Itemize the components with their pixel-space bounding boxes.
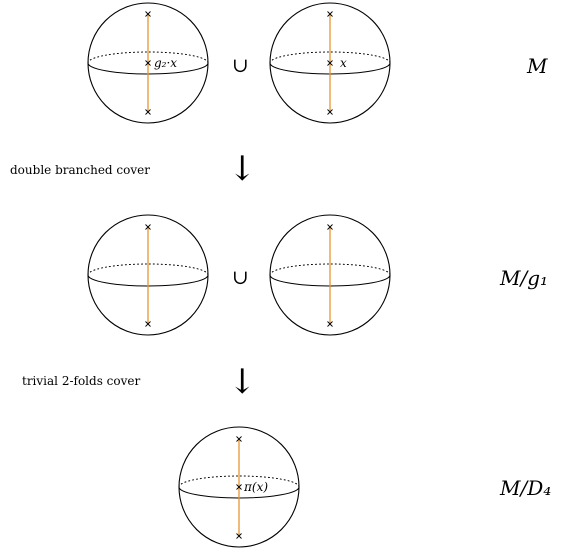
sphere-row2-right [269, 214, 391, 336]
sphere-row1-right: x [269, 2, 391, 124]
pole-mark-top [145, 224, 151, 230]
down-arrow-2: ↓ [228, 362, 257, 402]
point-mark [236, 484, 242, 490]
point-mark [327, 60, 333, 66]
union-symbol-row1: ∪ [232, 53, 249, 77]
label-M-g1: M/g₁ [499, 266, 548, 290]
pole-mark-bottom [327, 321, 333, 327]
pole-mark-top [327, 11, 333, 17]
pole-mark-bottom [327, 109, 333, 115]
pole-mark-bottom [145, 321, 151, 327]
point-label-pi-x: π(x) [243, 480, 268, 494]
sphere-row3: π(x) [178, 426, 300, 548]
label-M-D4: M/D₄ [499, 476, 551, 500]
union-symbol-row2: ∪ [232, 265, 249, 289]
point-label-x: x [340, 56, 347, 70]
arrow1-label: double branched cover [10, 163, 150, 177]
arrow2-label: trivial 2-folds cover [22, 374, 140, 388]
down-arrow-1: ↓ [228, 149, 257, 189]
label-M: M [526, 54, 548, 78]
pole-mark-top [327, 224, 333, 230]
pole-mark-bottom [145, 109, 151, 115]
pole-mark-top [145, 11, 151, 17]
sphere-row2-left [87, 214, 209, 336]
point-label-g2x: g₂·x [154, 56, 177, 70]
point-mark [145, 60, 151, 66]
sphere-row1-left: g₂·x [87, 2, 209, 124]
pole-mark-top [236, 436, 242, 442]
pole-mark-bottom [236, 533, 242, 539]
